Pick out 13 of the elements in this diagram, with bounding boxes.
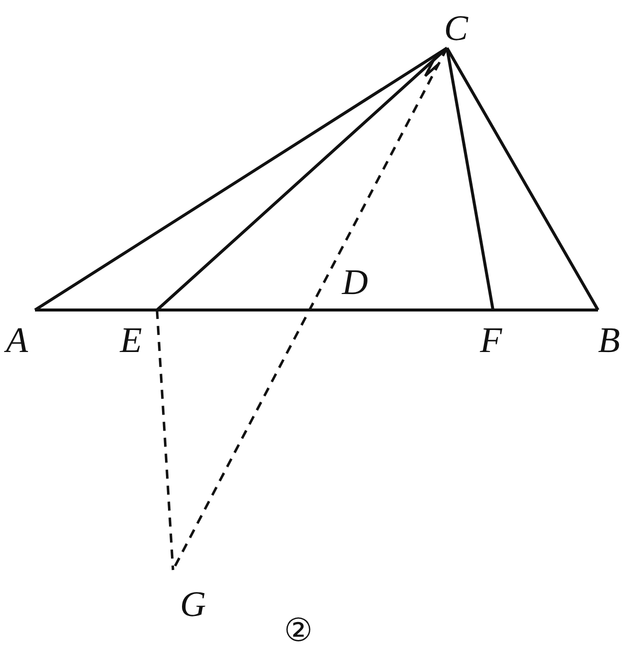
point-label: F	[480, 322, 502, 358]
point-label: G	[180, 586, 206, 622]
line-segment	[156, 46, 448, 312]
dashed-line-segment	[156, 310, 174, 570]
point-label: A	[6, 322, 28, 358]
point-label: C	[444, 10, 468, 46]
point-label: D	[342, 264, 368, 300]
line-segment	[446, 47, 600, 311]
figure-number: ②	[284, 614, 313, 646]
line-segment	[34, 46, 448, 312]
point-label: B	[598, 322, 620, 358]
point-label: E	[120, 322, 142, 358]
line-segment	[35, 308, 598, 312]
